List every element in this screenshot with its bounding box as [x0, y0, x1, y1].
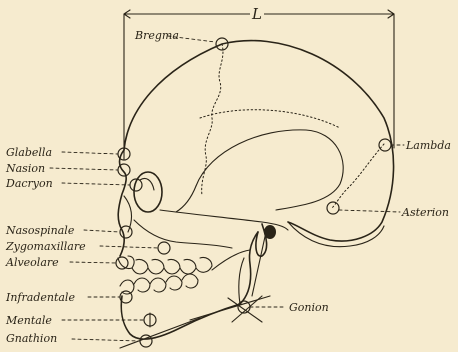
alveolare-label: Alveolare [5, 256, 59, 269]
zygomaxillare-leader [100, 246, 158, 248]
mentale-label: Mentale [5, 314, 52, 327]
mandible-inner [212, 250, 250, 270]
lower-tooth [182, 274, 198, 288]
maxilla [134, 220, 232, 248]
length-bracket: L [124, 4, 394, 160]
nasospinale-point [120, 226, 132, 238]
lower-teeth [120, 274, 198, 294]
dacryon-leader [62, 183, 130, 185]
lambdoid-suture [332, 144, 384, 208]
gnathion-label: Gnathion [6, 332, 57, 345]
coronal-suture [202, 44, 223, 196]
lower-tooth [150, 278, 166, 292]
bregma-label: Bregma [134, 29, 179, 42]
alveolare-leader [70, 262, 116, 263]
infradentale-label: Infradentale [5, 291, 75, 304]
asterion-leader [339, 210, 400, 212]
upper-tooth [196, 257, 212, 272]
gnathion-point [140, 335, 152, 347]
gnathion-leader [72, 339, 140, 341]
temporal-squama [196, 130, 343, 210]
gonion-construction [120, 296, 270, 348]
gonion-label: Gonion [289, 301, 329, 314]
nasion-leader [50, 168, 118, 170]
lower-tooth [166, 276, 182, 290]
upper-teeth [118, 256, 212, 274]
orbit [134, 172, 162, 212]
asterion-label: Asterion [401, 206, 449, 219]
upper-tooth [148, 259, 164, 274]
nasospinale-leader [84, 230, 120, 232]
length-label: L [251, 5, 262, 23]
ramus-guide-line [252, 232, 266, 296]
mandible-ramus [239, 258, 244, 304]
lambda-label: Lambda [405, 139, 451, 152]
zygomaxillare-label: Zygomaxillare [5, 240, 86, 253]
sphenoid-wing [176, 186, 196, 212]
asterion-point [327, 202, 339, 214]
glabella-leader [62, 152, 118, 154]
alveolare-point [116, 257, 128, 269]
lambda-point [379, 139, 391, 151]
mandible [121, 232, 258, 339]
nasion-point [118, 164, 130, 176]
lower-tooth [134, 278, 150, 292]
temporal-line [200, 110, 340, 128]
nasospinale-label: Nasospinale [5, 224, 75, 237]
upper-tooth [180, 259, 196, 274]
zygomaxillare-point [158, 242, 170, 254]
glabella-label: Glabella [6, 146, 52, 159]
upper-tooth [164, 259, 180, 274]
nasion-label: Nasion [5, 162, 45, 175]
base-line [120, 318, 200, 348]
dacryon-label: Dacryon [5, 177, 53, 190]
